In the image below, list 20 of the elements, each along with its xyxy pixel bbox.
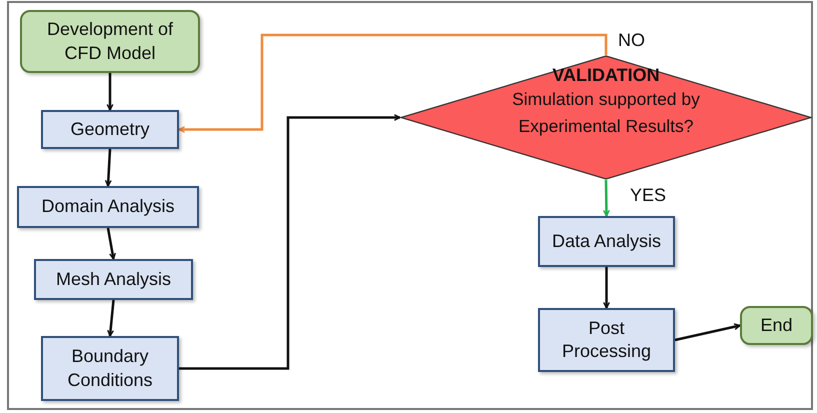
arrow: [104, 148, 112, 187]
arrow: [107, 300, 115, 337]
arrow: [674, 323, 741, 342]
terminal-box: End: [740, 306, 813, 345]
process-box: Post Processing: [538, 308, 675, 372]
arrow: [602, 180, 610, 217]
decision-question: Simulation supported by Experimental Results?: [511, 88, 701, 138]
arrow: [106, 228, 116, 260]
arrow: [106, 73, 114, 111]
arrow: [179, 114, 401, 370]
decision-diamond: [400, 55, 812, 180]
process-box: Mesh Analysis: [34, 259, 193, 300]
process-box: Data Analysis: [538, 216, 675, 267]
process-box: Geometry: [41, 110, 179, 149]
process-box: Boundary Conditions: [41, 336, 179, 401]
arrow: [603, 267, 610, 309]
terminal-box: Development of CFD Model: [20, 10, 200, 73]
process-box: Domain Analysis: [17, 186, 199, 228]
arrow: [178, 34, 608, 133]
decision-title: VALIDATION: [552, 65, 660, 86]
